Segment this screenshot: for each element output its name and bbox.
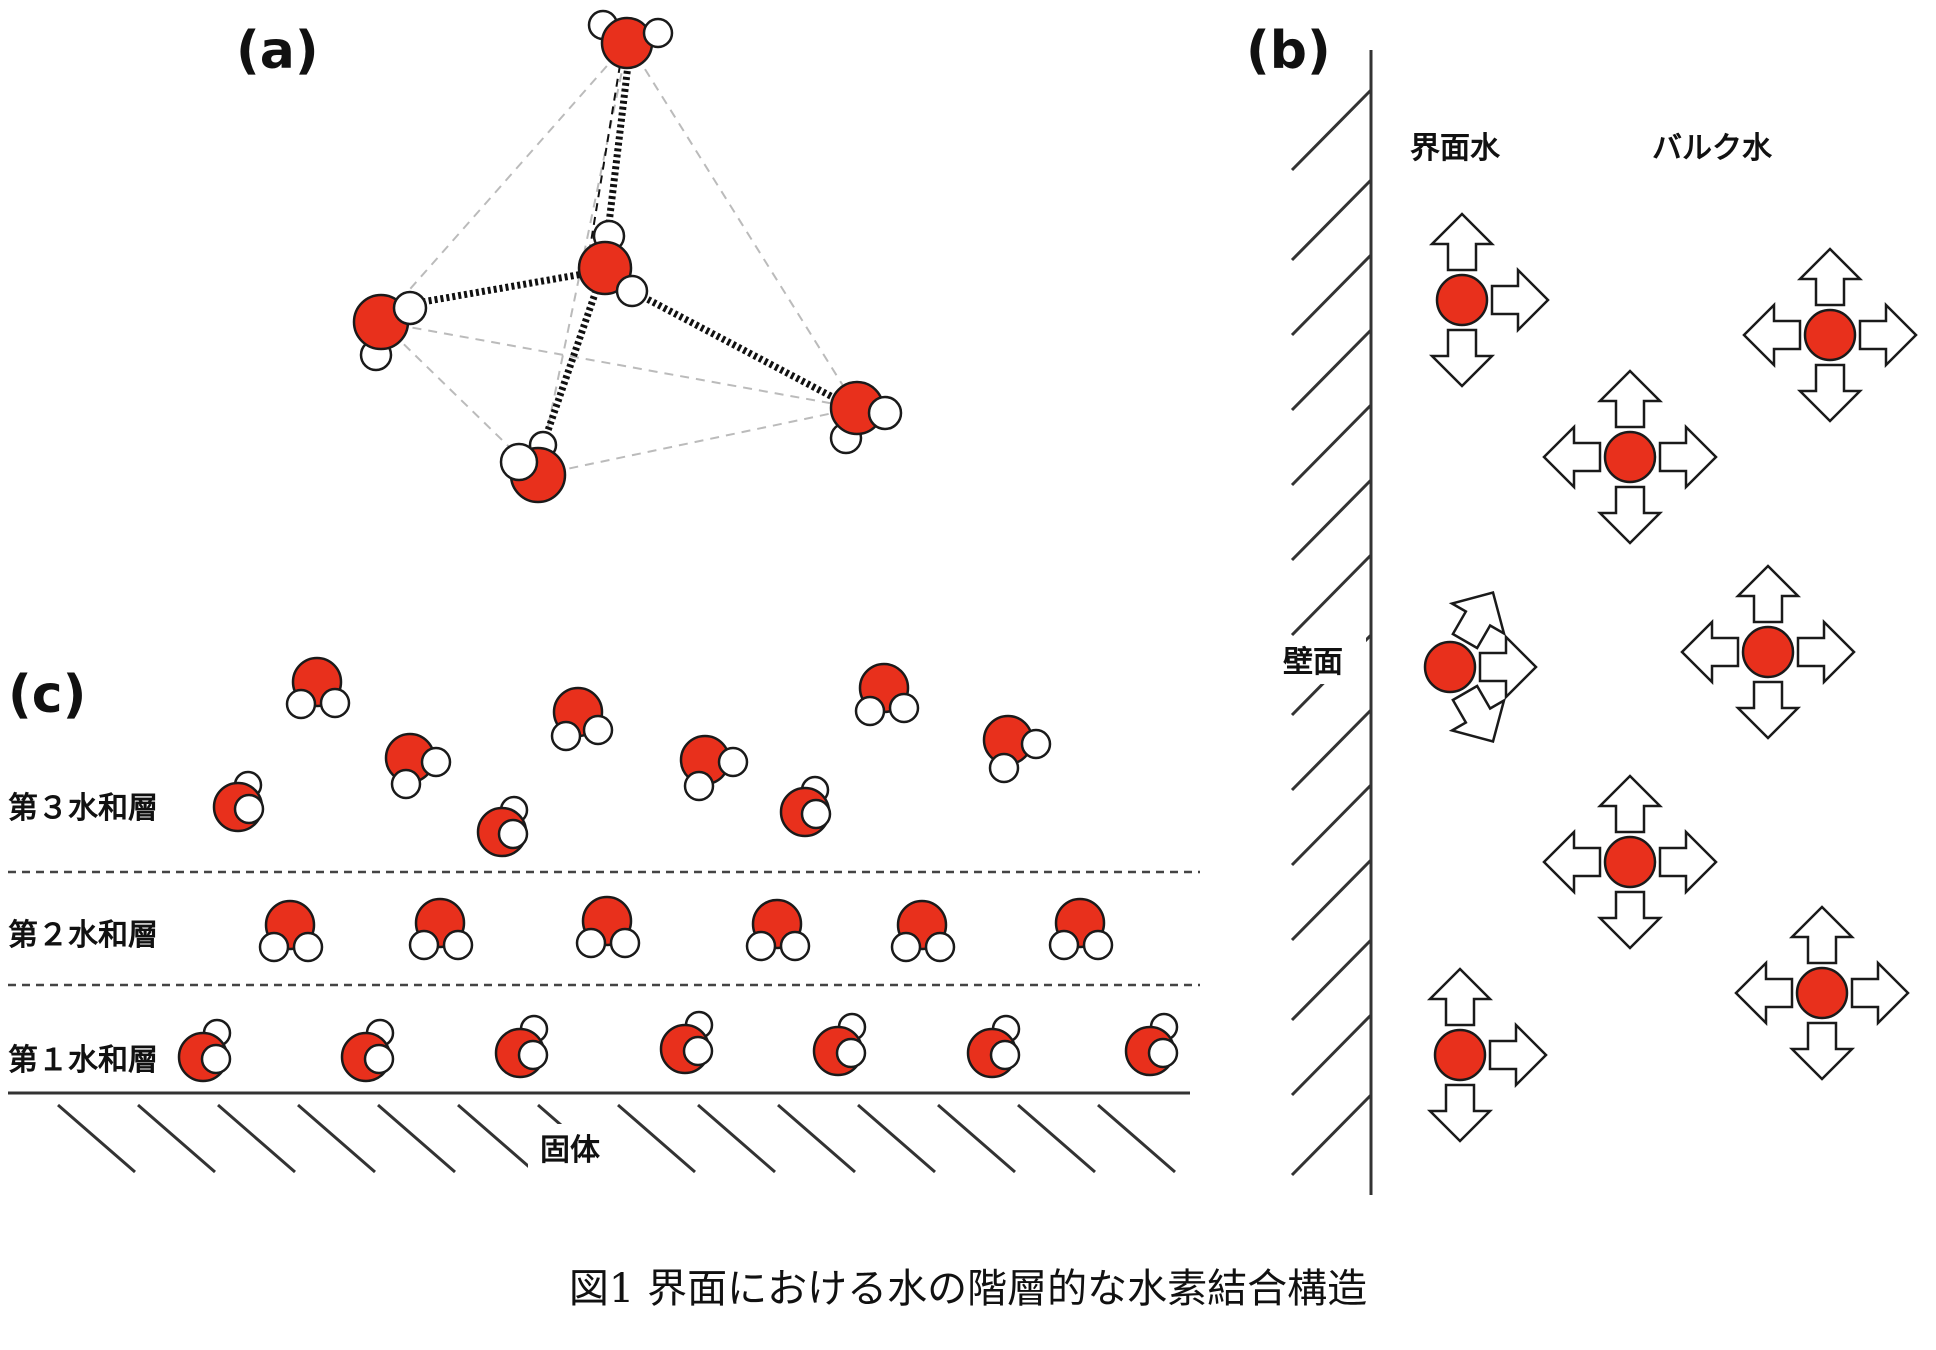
- bulk-water-5: [1734, 905, 1910, 1081]
- bulk-water-label: バルク水: [1652, 131, 1773, 166]
- bulk-water-3: [1680, 564, 1856, 740]
- layer-dividers: [8, 870, 1200, 987]
- layer3-label: 第３水和層: [8, 791, 158, 826]
- panel-c: (c) 第３水和層 第２水和層 第１水和層: [8, 656, 1200, 1174]
- water-molecule-center: [577, 219, 649, 308]
- water-molecule-bottom: [499, 430, 567, 504]
- bulk-water-4: [1542, 774, 1718, 950]
- panel-b: (b) 壁面 界面水 バルク水: [1246, 21, 1918, 1195]
- interface-water-2: [1423, 576, 1538, 758]
- wall-label-bg: [1278, 636, 1366, 684]
- interface-water-label: 界面水: [1410, 131, 1501, 166]
- layer2-label: 第２水和層: [8, 918, 158, 953]
- bulk-water-2: [1542, 369, 1718, 545]
- layer1-molecules: [177, 1010, 1179, 1083]
- interface-water-1: [1430, 212, 1550, 388]
- solid-label: 固体: [540, 1133, 601, 1168]
- water-molecule-right: [829, 380, 903, 455]
- panel-a-label: (a): [236, 21, 319, 81]
- wall-surface: [1290, 50, 1373, 1195]
- wall-label: 壁面: [1283, 645, 1343, 680]
- solid-label-bg: [528, 1124, 620, 1174]
- layer2-molecules: [258, 895, 1114, 963]
- water-molecule-left: [352, 290, 428, 372]
- bulk-water-1: [1742, 247, 1918, 423]
- layer1-label: 第１水和層: [8, 1043, 158, 1078]
- water-molecule-top: [587, 9, 674, 70]
- hydrogen-bonds: [404, 64, 844, 447]
- panel-b-label: (b): [1246, 21, 1331, 81]
- panel-a: (a): [236, 9, 903, 504]
- interface-water-3: [1428, 967, 1548, 1143]
- layer3-molecules: [212, 656, 1052, 858]
- panel-c-label: (c): [8, 665, 86, 725]
- figure-caption: 図1 界面における水の階層的な水素結合構造: [569, 1266, 1367, 1312]
